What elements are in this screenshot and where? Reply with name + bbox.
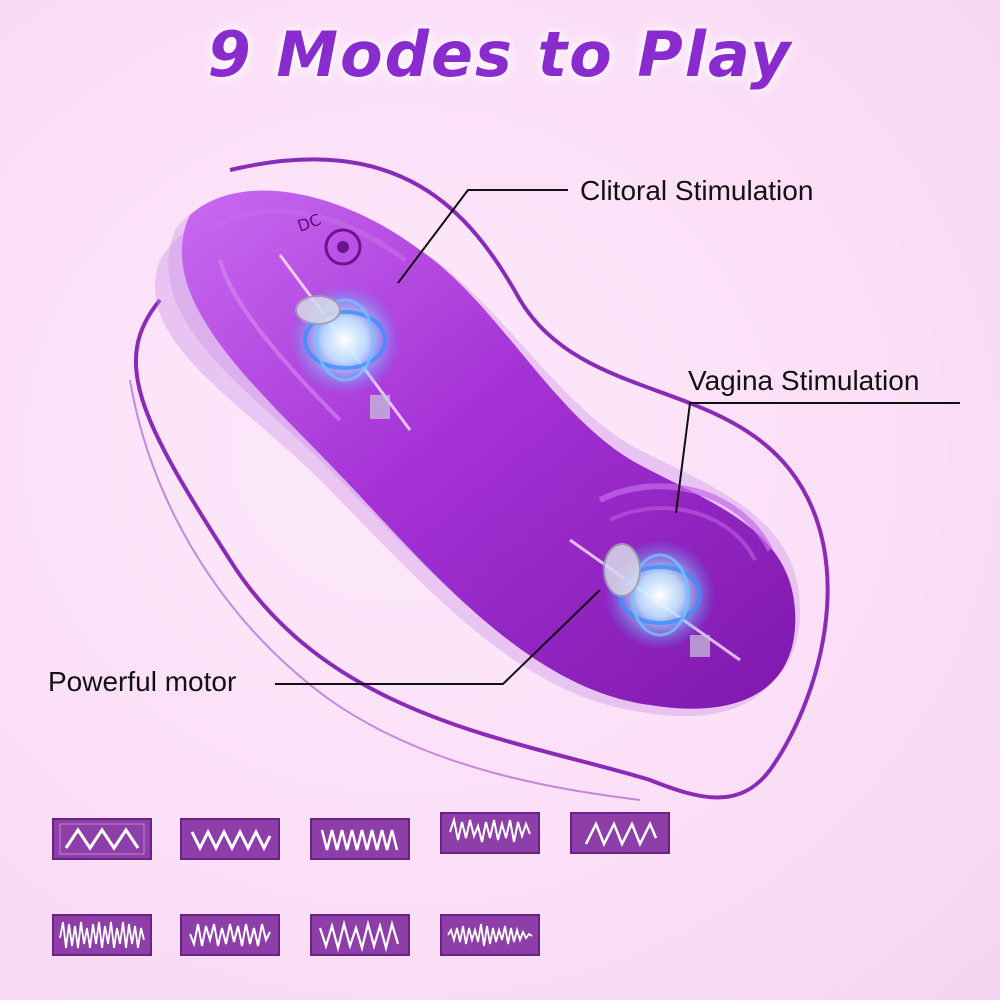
callout-clitoral-label: Clitoral Stimulation (580, 175, 814, 206)
motor-icon-upper (278, 254, 412, 431)
callout-line-vagina (675, 402, 960, 514)
mode-9-icon (440, 914, 540, 956)
callout-vagina-label: Vagina Stimulation (688, 365, 920, 396)
mode-3-icon (310, 818, 410, 860)
outline-swoosh (133, 157, 830, 800)
callout-line-clitoral (397, 189, 568, 284)
power-button-icon (324, 228, 362, 266)
page-title: 9 Modes to Play (207, 18, 793, 91)
mode-6-icon (52, 914, 152, 956)
mode-7-icon (180, 914, 280, 956)
callout-line-motor (275, 589, 601, 685)
mode-8-icon (310, 914, 410, 956)
mode-2-icon (180, 818, 280, 860)
mode-5-icon (570, 812, 670, 854)
mode-4-icon (440, 812, 540, 854)
mode-1-icon (52, 818, 152, 860)
motor-icon-lower (569, 538, 741, 662)
callout-motor-label: Powerful motor (48, 666, 237, 697)
